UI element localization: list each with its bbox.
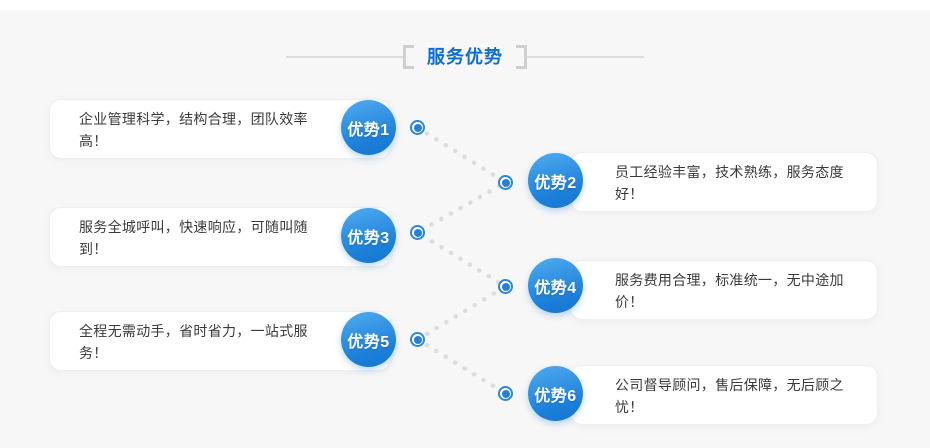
advantage-badge-6: 优势6 [528, 366, 583, 421]
advantage-text-3: 服务全城呼叫，快速响应，可随叫随到！ [79, 219, 308, 257]
section-title: 服务优势 [427, 47, 503, 67]
node-marker-icon-3 [410, 225, 425, 240]
node-marker-icon-6 [498, 386, 513, 401]
advantage-card-2: 员工经验丰富，技术熟练，服务态度好！ [570, 152, 878, 212]
advantage-badge-3-label: 优势3 [347, 229, 390, 247]
header-line-left [286, 56, 404, 58]
advantage-card-6: 公司督导顾问，售后保障，无后顾之忧！ [570, 365, 878, 425]
advantage-badge-4: 优势4 [528, 258, 583, 313]
top-strip [0, 0, 930, 10]
advantage-badge-2: 优势2 [528, 153, 583, 208]
advantage-badge-1: 优势1 [341, 100, 396, 155]
node-marker-icon-4 [498, 279, 513, 294]
advantage-badge-5: 优势5 [341, 312, 396, 367]
advantage-text-6: 公司督导顾问，售后保障，无后顾之忧！ [615, 377, 844, 415]
advantage-text-2: 员工经验丰富，技术熟练，服务态度好！ [615, 164, 844, 202]
node-marker-icon-2 [498, 175, 513, 190]
advantage-badge-5-label: 优势5 [347, 333, 390, 351]
advantage-badge-4-label: 优势4 [534, 279, 577, 297]
header-line-right [526, 56, 644, 58]
bracket-left-icon [403, 45, 414, 69]
node-marker-icon-5 [410, 332, 425, 347]
advantage-badge-2-label: 优势2 [534, 174, 577, 192]
advantage-card-4: 服务费用合理，标准统一，无中途加价！ [570, 260, 878, 320]
advantage-badge-3: 优势3 [341, 208, 396, 263]
advantage-card-5: 全程无需动手，省时省力，一站式服务！ [49, 311, 391, 371]
advantage-badge-1-label: 优势1 [347, 121, 390, 139]
advantage-text-1: 企业管理科学，结构合理，团队效率高！ [79, 111, 308, 149]
advantage-text-4: 服务费用合理，标准统一，无中途加价！ [615, 272, 844, 310]
advantage-card-3: 服务全城呼叫，快速响应，可随叫随到！ [49, 207, 391, 267]
node-marker-icon-1 [410, 120, 425, 135]
advantage-badge-6-label: 优势6 [534, 387, 577, 405]
advantage-card-1: 企业管理科学，结构合理，团队效率高！ [49, 99, 391, 159]
bracket-right-icon [516, 45, 527, 69]
section-header: 服务优势 [0, 42, 930, 72]
advantage-text-5: 全程无需动手，省时省力，一站式服务！ [79, 323, 308, 361]
